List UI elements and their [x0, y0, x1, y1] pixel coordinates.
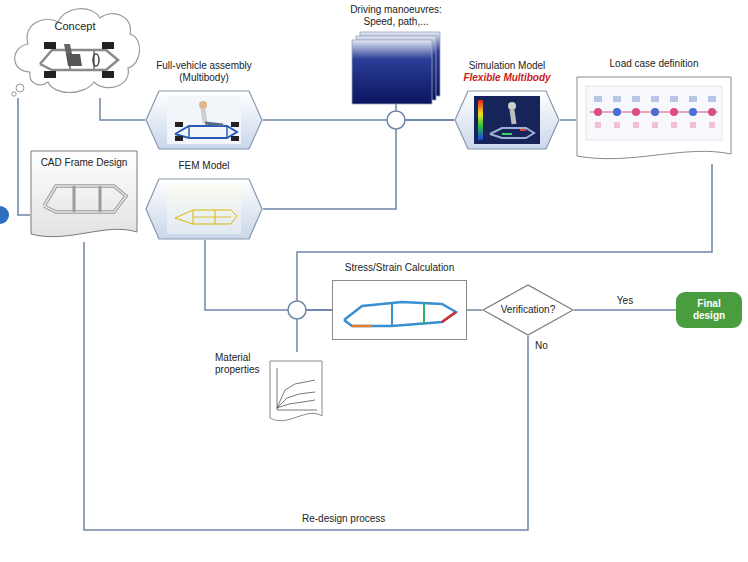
- connector: [205, 240, 332, 310]
- connector: [467, 309, 482, 311]
- process-note: Re-design process: [300, 513, 387, 525]
- stress-box-shape: [332, 280, 467, 340]
- connector: [18, 98, 30, 215]
- node-label: Final design: [676, 298, 742, 322]
- fem-hexagon-shape: [145, 178, 263, 240]
- junction-circle: [288, 301, 306, 319]
- node-label: Simulation ModelFlexible Multibody: [454, 60, 560, 84]
- node-title: Verification?: [501, 304, 555, 316]
- concept-cloud: Concept: [10, 2, 140, 98]
- load-case-document: Load case definition: [576, 58, 732, 164]
- node-label: Concept: [10, 2, 140, 33]
- node-title: CAD Frame Design: [34, 157, 134, 169]
- connector: [263, 120, 454, 209]
- edge-label: Yes: [615, 295, 635, 307]
- node-title: Material properties: [215, 352, 267, 376]
- node-title: Driving manoeuvres: Speed, path,...: [344, 4, 448, 28]
- material-document: Material properties: [215, 352, 325, 428]
- node-label: FEM Model: [145, 160, 263, 172]
- connector: [100, 98, 145, 120]
- node-title: Full-vehicle assembly (Multibody): [145, 60, 263, 84]
- entry-marker: [0, 206, 9, 224]
- node-label: Load case definition: [576, 58, 732, 70]
- connector: [560, 119, 576, 121]
- node-label: Driving manoeuvres: Speed, path,...: [344, 4, 448, 28]
- connector: [84, 242, 528, 530]
- edge-label: No: [533, 340, 550, 352]
- node-label: Verification?: [495, 304, 561, 316]
- node-label: CAD Frame Design: [30, 150, 138, 169]
- connector: [574, 309, 676, 311]
- node-label: Full-vehicle assembly (Multibody): [145, 60, 263, 84]
- decision-diamond: Verification?: [482, 284, 574, 336]
- maneuver-pages-shape: [344, 32, 448, 104]
- node-title: Stress/Strain Calculation: [332, 262, 467, 274]
- final-pill: Final design: [676, 292, 742, 328]
- concept-cloud-shape: [10, 2, 140, 98]
- load-case-document-shape: [576, 76, 732, 164]
- material-document-shape: [269, 360, 323, 426]
- node-label: Material properties: [215, 352, 267, 376]
- multibody-hexagon-shape: [145, 90, 263, 150]
- node-title: Load case definition: [576, 58, 732, 70]
- simulation-hexagon-shape: [454, 90, 560, 150]
- node-title: FEM Model: [145, 160, 263, 172]
- maneuver-pages: Driving manoeuvres: Speed, path,...: [344, 4, 448, 104]
- fem-hexagon: FEM Model: [145, 160, 263, 240]
- stress-box: Stress/Strain Calculation: [332, 262, 467, 340]
- node-title: Simulation Model: [454, 60, 560, 72]
- node-title: Concept: [10, 20, 140, 33]
- junction-circle: [387, 111, 405, 129]
- simulation-hexagon: Simulation ModelFlexible Multibody: [454, 60, 560, 150]
- node-title: Final design: [680, 298, 738, 322]
- node-subtitle: Flexible Multibody: [454, 72, 560, 84]
- multibody-hexagon: Full-vehicle assembly (Multibody): [145, 60, 263, 150]
- cad-document: CAD Frame Design: [30, 150, 138, 242]
- node-label: Stress/Strain Calculation: [332, 262, 467, 274]
